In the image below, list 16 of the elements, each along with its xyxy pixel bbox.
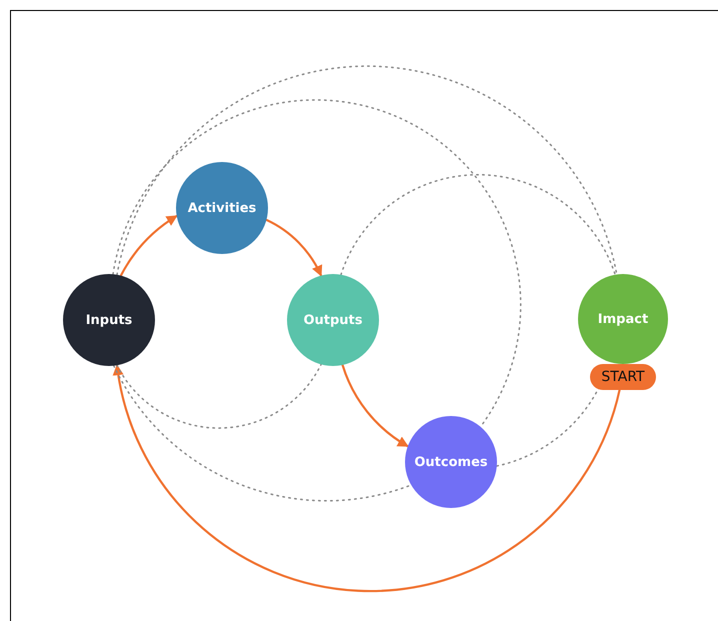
node-label: Impact bbox=[598, 312, 648, 326]
dotted-arc bbox=[340, 174, 616, 276]
node-label: Outcomes bbox=[414, 454, 488, 470]
arrow bbox=[265, 218, 322, 277]
node-label: Activities bbox=[188, 200, 256, 216]
start-badge bbox=[590, 364, 656, 390]
dotted-arc bbox=[116, 65, 618, 276]
arrow bbox=[120, 214, 178, 277]
node-label: Inputs bbox=[86, 312, 132, 328]
arrow bbox=[113, 364, 621, 592]
dotted-arc bbox=[112, 99, 522, 428]
dotted-arc bbox=[113, 365, 412, 502]
arrow bbox=[341, 364, 409, 448]
dotted-arc bbox=[116, 364, 322, 429]
node-label: START bbox=[601, 369, 645, 385]
node-label: Outputs bbox=[303, 312, 363, 328]
